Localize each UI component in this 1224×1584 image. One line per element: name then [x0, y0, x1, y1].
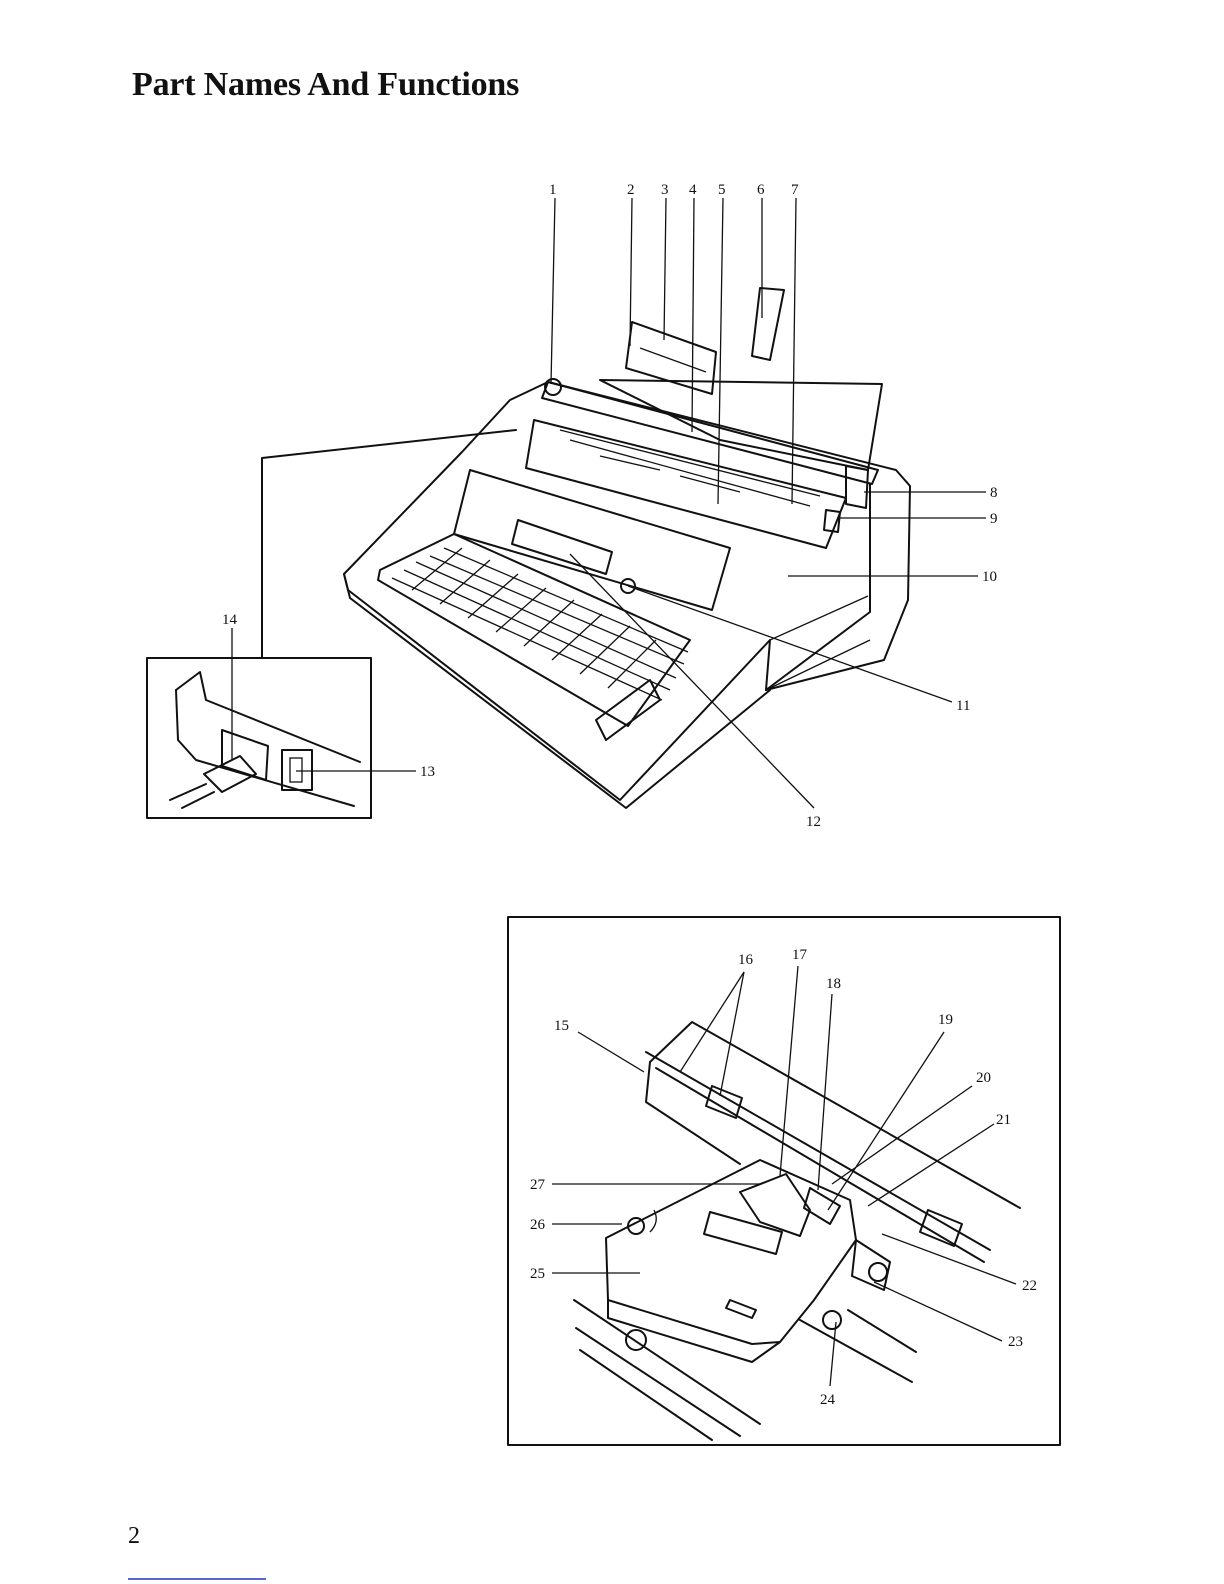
callout-24: 24 [820, 1392, 836, 1408]
callout-5: 5 [718, 182, 726, 198]
callout-2: 2 [627, 182, 635, 198]
callout-10: 10 [982, 569, 997, 585]
top-leader-lines [232, 198, 986, 808]
callout-22: 22 [1022, 1278, 1037, 1294]
callout-18: 18 [826, 976, 841, 992]
callout-1: 1 [549, 182, 557, 198]
page-number: 2 [128, 1523, 140, 1550]
callout-3: 3 [661, 182, 669, 198]
power-inset-illustration [147, 658, 371, 818]
callout-23: 23 [1008, 1334, 1023, 1350]
callout-6: 6 [757, 182, 765, 198]
callout-9: 9 [990, 511, 998, 527]
callout-8: 8 [990, 485, 998, 501]
callout-19: 19 [938, 1012, 953, 1028]
callout-4: 4 [689, 182, 697, 198]
callout-11: 11 [956, 698, 970, 714]
printhead-illustration [574, 1022, 1020, 1440]
callout-7: 7 [791, 182, 799, 198]
callout-21: 21 [996, 1112, 1011, 1128]
footer-rule [128, 1578, 266, 1580]
callout-17: 17 [792, 947, 808, 963]
callout-15: 15 [554, 1018, 569, 1034]
top-callouts: 1 2 3 4 5 6 7 8 9 10 11 12 13 14 [222, 182, 998, 830]
callout-14: 14 [222, 612, 238, 628]
callout-27: 27 [530, 1177, 546, 1193]
callout-16: 16 [738, 952, 754, 968]
detail-frame [508, 917, 1060, 1445]
callout-13: 13 [420, 764, 435, 780]
callout-26: 26 [530, 1217, 546, 1233]
callout-25: 25 [530, 1266, 545, 1282]
callout-12: 12 [806, 814, 821, 830]
typewriter-illustration [344, 288, 910, 808]
callout-20: 20 [976, 1070, 991, 1086]
